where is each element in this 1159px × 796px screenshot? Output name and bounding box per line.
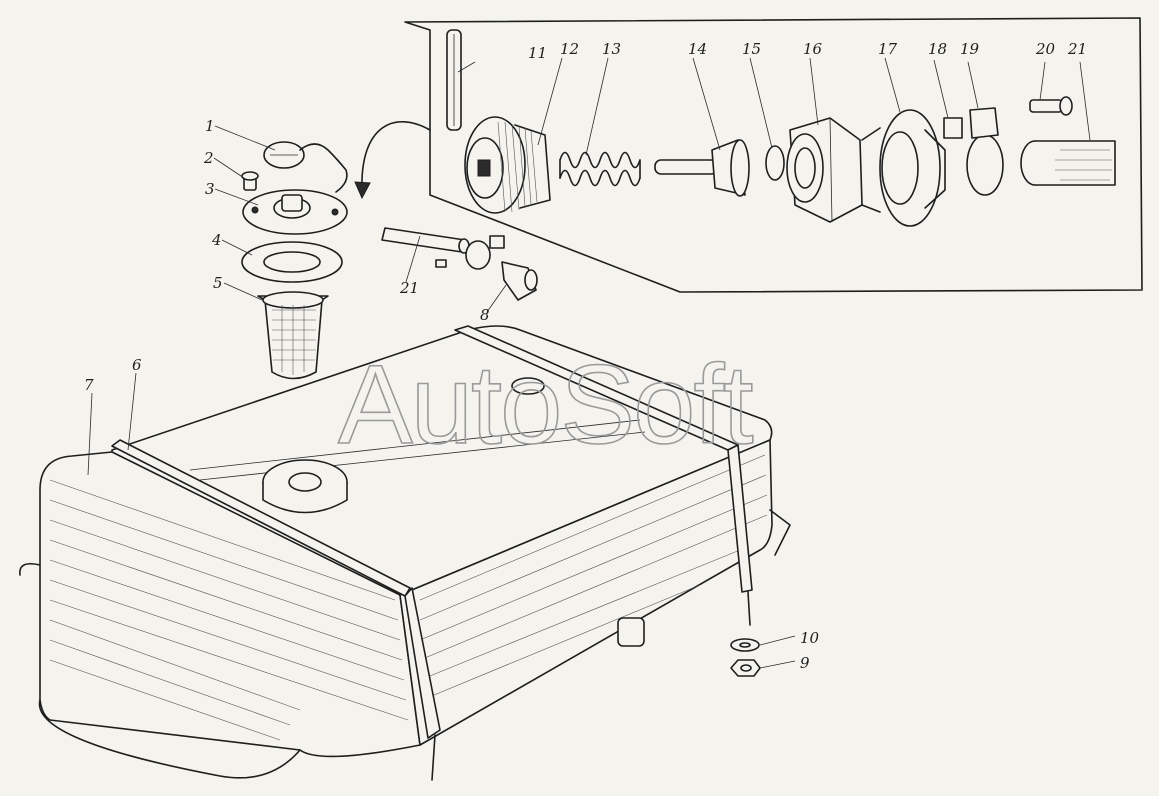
part-18-clip xyxy=(943,117,963,139)
callout-20: 20 xyxy=(1035,40,1056,58)
part-15-ring xyxy=(765,145,785,181)
callout-12: 12 xyxy=(560,40,579,58)
callout-16: 16 xyxy=(803,40,823,58)
callout-9: 9 xyxy=(800,654,810,672)
part-1-filler-cap xyxy=(263,141,348,193)
callout-11: 11 xyxy=(528,44,547,62)
part-13-spring xyxy=(559,151,641,187)
callout-10: 10 xyxy=(800,629,820,647)
callout-19: 19 xyxy=(960,40,980,58)
detail-inset-frame xyxy=(404,17,1143,293)
callout-8: 8 xyxy=(480,306,490,324)
callout-3: 3 xyxy=(205,180,215,198)
callout-18: 18 xyxy=(928,40,947,58)
part-9-nut xyxy=(730,659,761,677)
callout-7: 7 xyxy=(84,376,94,394)
callout-13: 13 xyxy=(602,40,621,58)
callout-6: 6 xyxy=(132,356,142,374)
callout-2: 2 xyxy=(203,149,214,167)
part-2-screw xyxy=(241,171,259,191)
part-14-valve xyxy=(654,139,750,197)
watermark: AutoSoft xyxy=(338,342,754,467)
part-3-neck-flange xyxy=(242,189,348,235)
callout-14: 14 xyxy=(688,40,707,58)
part-20-screw xyxy=(1029,96,1073,116)
part-8-elbow-fitting xyxy=(465,235,538,301)
part-12-knurled-cap xyxy=(464,116,551,214)
part-4-gasket xyxy=(241,241,343,283)
part-11-rod xyxy=(446,29,462,131)
part-16-hex-body xyxy=(786,117,863,223)
part-17-flange xyxy=(861,109,946,227)
part-5-strainer xyxy=(257,291,329,380)
part-21-hose xyxy=(381,227,470,268)
callout-15: 15 xyxy=(742,40,761,58)
callout-21: 21 xyxy=(399,279,419,297)
part-19-clamp xyxy=(966,107,1004,196)
callout-21-inset: 21 xyxy=(1067,40,1087,58)
part-6-strap xyxy=(111,325,753,781)
part-10-washer xyxy=(730,638,760,652)
callout-1: 1 xyxy=(205,117,215,135)
callout-5: 5 xyxy=(213,274,223,292)
callout-17: 17 xyxy=(878,40,898,58)
detail-arrowhead xyxy=(354,181,371,200)
leader-lines xyxy=(87,57,1091,669)
callout-4: 4 xyxy=(211,231,222,249)
part-21-hose-inset xyxy=(1020,140,1116,186)
detail-arrow xyxy=(361,120,431,191)
